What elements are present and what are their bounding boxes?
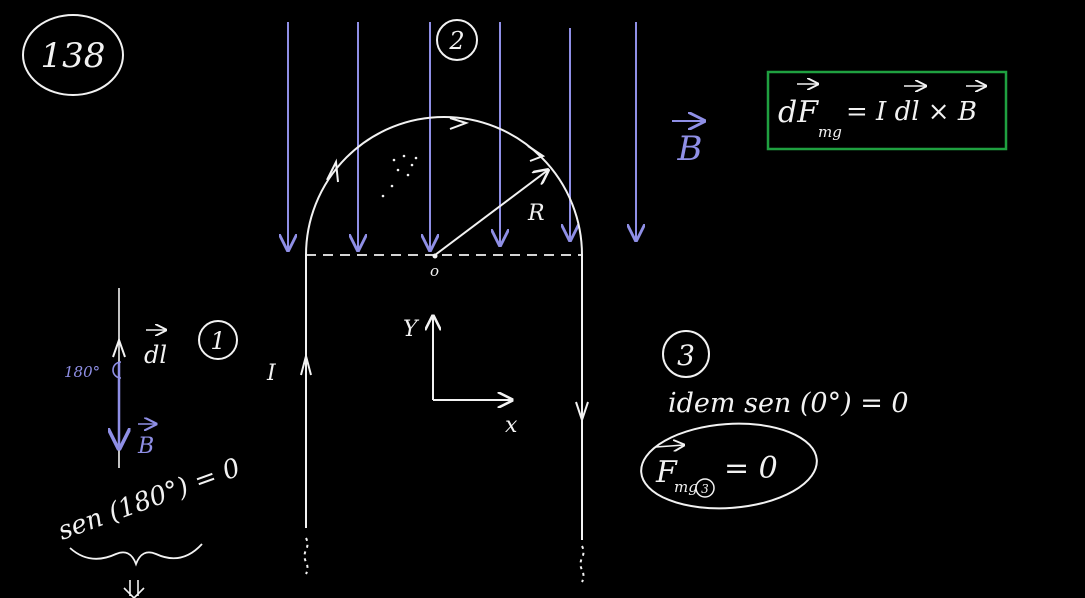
dl-label: dl — [144, 341, 167, 369]
x-axis-label: x — [505, 413, 518, 438]
left-sen-text: sen (180°) = 0 — [54, 453, 244, 547]
problem-number-text: 138 — [41, 36, 106, 76]
left-wire-continuation — [303, 537, 309, 575]
region-3-circle — [662, 330, 710, 378]
current-wire — [300, 116, 589, 583]
angle-label: 180° — [64, 363, 100, 381]
origin-label: o — [430, 262, 439, 280]
f3-main: F — [655, 455, 678, 490]
field-label: B — [672, 121, 704, 169]
f3-sub: mg — [674, 478, 698, 496]
underbrace — [69, 543, 203, 567]
problem-number: 138 — [22, 14, 124, 96]
current-arrow-up — [300, 352, 312, 376]
implies-arrow — [123, 580, 145, 598]
field-lines — [288, 22, 636, 250]
formula-frame — [766, 70, 1008, 151]
radius-label: R — [527, 201, 545, 226]
center-point — [432, 253, 438, 259]
dl-arrow — [112, 336, 126, 358]
region-3-number: 3 — [677, 339, 695, 372]
region-1-circle — [198, 320, 238, 360]
formula-lhs: dF — [778, 95, 819, 130]
angle-arc — [112, 361, 122, 379]
region-1-number: 1 — [210, 327, 225, 355]
radius-line — [434, 170, 548, 256]
svg-text:B: B — [677, 129, 703, 169]
current-label: I — [266, 361, 277, 386]
semicircle-wire — [305, 116, 583, 256]
y-axis-label: Y — [403, 317, 420, 342]
formula-sub: mg — [818, 123, 842, 141]
arc-arrow-right — [527, 145, 546, 162]
current-arrow-down — [575, 401, 589, 424]
formula-box: dF mg = I dl × B — [766, 70, 1008, 151]
axes — [433, 316, 512, 400]
b-small-label: B — [137, 434, 154, 459]
region-2-label: 2 — [436, 19, 478, 61]
left-sen-note: sen (180°) = 0 — [54, 453, 244, 598]
svg-text:2: 2 — [448, 27, 464, 55]
arc-arrow-top — [449, 117, 470, 130]
right-wire-continuation — [579, 545, 585, 583]
region-1-diagram: 180° dl B 1 — [64, 288, 238, 468]
arc-arrow-left — [326, 158, 339, 183]
force-dots — [381, 154, 418, 198]
region-3-notes: 3 idem sen (0°) = 0 F mg 3 = 0 — [640, 330, 909, 510]
idem-sen-text: idem sen (0°) = 0 — [668, 388, 909, 419]
f3-ellipse — [640, 422, 818, 510]
formula-rhs: = I dl × B — [846, 97, 977, 127]
f3-rhs: = 0 — [724, 451, 778, 486]
f3-circle-label: 3 — [701, 482, 709, 496]
